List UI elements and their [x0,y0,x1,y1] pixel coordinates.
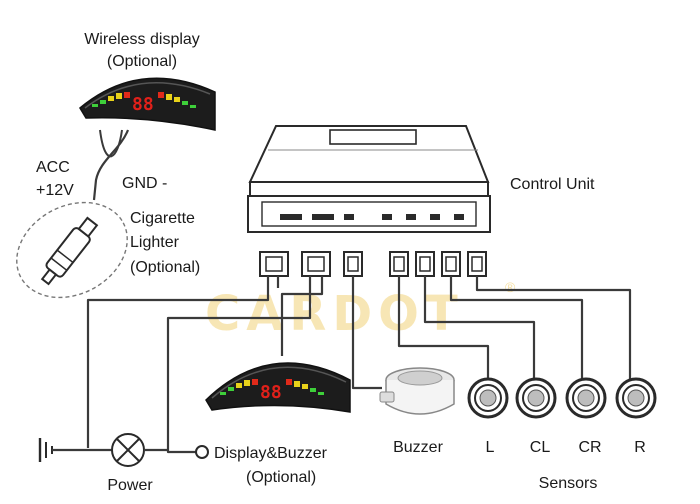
display-buzzer-left-bars-icon [220,379,258,395]
sensor-l-wire [397,276,490,380]
control-unit-pins-icon [280,214,464,220]
display-buzzer-digits: 88 [260,382,282,403]
display-buzzer-right-bars-icon [286,379,324,395]
control-unit [247,125,491,233]
sensor-l-label: L [486,439,495,456]
cigarette-lighter-plug [16,201,128,299]
power-label: Power [107,477,153,494]
connector-plugs [259,251,487,277]
sensor-cl-label: CL [530,439,551,456]
acc-label: ACC [36,159,70,176]
watermark: CARDOT ® [205,279,516,342]
watermark-text: CARDOT [205,286,464,342]
wireless-display-digits: 88 [132,94,154,115]
cigarette-label-line2: Lighter [130,234,180,251]
watermark-registered-icon: ® [505,279,516,295]
sensor-cr-icon [565,377,607,419]
sensor-cr-wire [449,276,584,380]
display-wire-2 [280,276,324,356]
gnd-label: GND - [122,175,167,192]
power-wire [86,276,270,448]
sensor-r-label: R [634,439,646,456]
display-buzzer-label: Display&Buzzer [214,445,328,462]
wireless-display-right-bars-icon [158,92,196,108]
wireless-display-left-bars-icon [92,92,130,107]
cigarette-plug-icon [40,216,99,286]
display-wire [166,276,312,454]
buzzer-icon [379,367,455,415]
sensor-cr-label: CR [578,439,601,456]
display-terminal-icon [195,445,209,459]
display-buzzer-unit: 88 [205,362,351,413]
plus12v-label: +12V [36,182,74,199]
wireless-display-optional-label: (Optional) [107,53,177,70]
wireless-display-label: Wireless display [84,31,200,48]
wireless-cable [92,129,130,201]
sensor-r-icon [615,377,657,419]
buzzer-label: Buzzer [393,439,443,456]
display-buzzer-optional-label: (Optional) [246,469,316,486]
sensor-cl-icon [515,377,557,419]
buzzer-wire [351,276,382,390]
sensor-l-icon [467,377,509,419]
sensor-cl-wire [423,276,536,380]
control-unit-label: Control Unit [510,176,595,193]
power-lamp-icon [111,433,168,467]
wireless-display: 88 [79,77,216,131]
sensors-label: Sensors [539,475,598,492]
ground-icon [38,438,112,462]
cigarette-label-line3: (Optional) [130,259,200,276]
cigarette-label-line1: Cigarette [130,210,195,227]
sensor-r-wire [475,276,632,380]
